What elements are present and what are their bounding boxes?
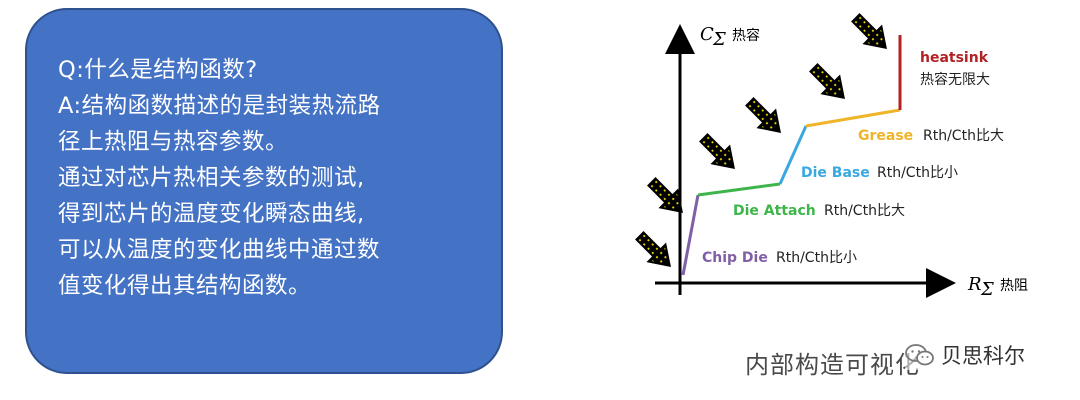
x-axis-subscript: Σ (980, 279, 994, 300)
arrow-icon (630, 226, 680, 276)
qa-line: 可以从温度的变化曲线中通过数 (58, 237, 381, 263)
x-axis-label: 热阻 (1000, 278, 1028, 294)
y-axis-label: 热容 (732, 27, 760, 44)
arrow-icon (740, 92, 790, 142)
segment-grease (805, 108, 901, 128)
y-axis-subscript: Σ (712, 29, 726, 50)
arrow-icon (642, 172, 692, 222)
label-die-base: Die Base (801, 165, 870, 181)
label-die-attach-desc: Rth/Cth比大 (824, 203, 905, 219)
qa-card (25, 8, 503, 374)
label-grease: Grease (858, 128, 913, 144)
x-axis-symbol: R (967, 274, 982, 295)
diagram-caption: 内部构造可视化 (745, 351, 920, 379)
label-die-base-desc: Rth/Cth比小 (877, 165, 958, 181)
qa-line: A:结构函数描述的是封装热流路 (58, 93, 381, 119)
label-die-attach: Die Attach (733, 203, 816, 219)
qa-line: 值变化得出其结构函数。 (58, 273, 312, 299)
segment-die-attach (697, 182, 781, 197)
qa-text: Q:什么是结构函数? A:结构函数描述的是封装热流路 径上热阻与热容参数。 通过… (58, 52, 478, 304)
label-heatsink-desc: 热容无限大 (920, 71, 990, 88)
label-chip-die: Chip Die (702, 250, 768, 266)
label-chip-die-desc: Rth/Cth比小 (776, 250, 857, 266)
qa-line: 径上热阻与热容参数。 (58, 129, 289, 155)
structure-function-diagram: C Σ 热容 R Σ 热阻 Chip Die Rth/Cth比小 Die Att… (630, 8, 1028, 300)
segment-chip-die (681, 194, 700, 276)
segment-die-base (778, 125, 808, 185)
label-heatsink: heatsink (920, 50, 989, 66)
qa-line: 得到芯片的温度变化瞬态曲线, (58, 201, 365, 227)
arrow-icon (694, 128, 744, 178)
watermark-text: 贝思科尔 (941, 344, 1025, 368)
arrow-icon (804, 58, 854, 108)
watermark: 贝思科尔 (905, 340, 1025, 370)
qa-line: Q:什么是结构函数? (58, 57, 258, 83)
wechat-icon (905, 344, 934, 366)
arrow-icon (846, 8, 896, 58)
y-axis-symbol: C (700, 24, 714, 45)
qa-line: 通过对芯片热相关参数的测试, (58, 165, 365, 191)
label-grease-desc: Rth/Cth比大 (923, 128, 1004, 144)
